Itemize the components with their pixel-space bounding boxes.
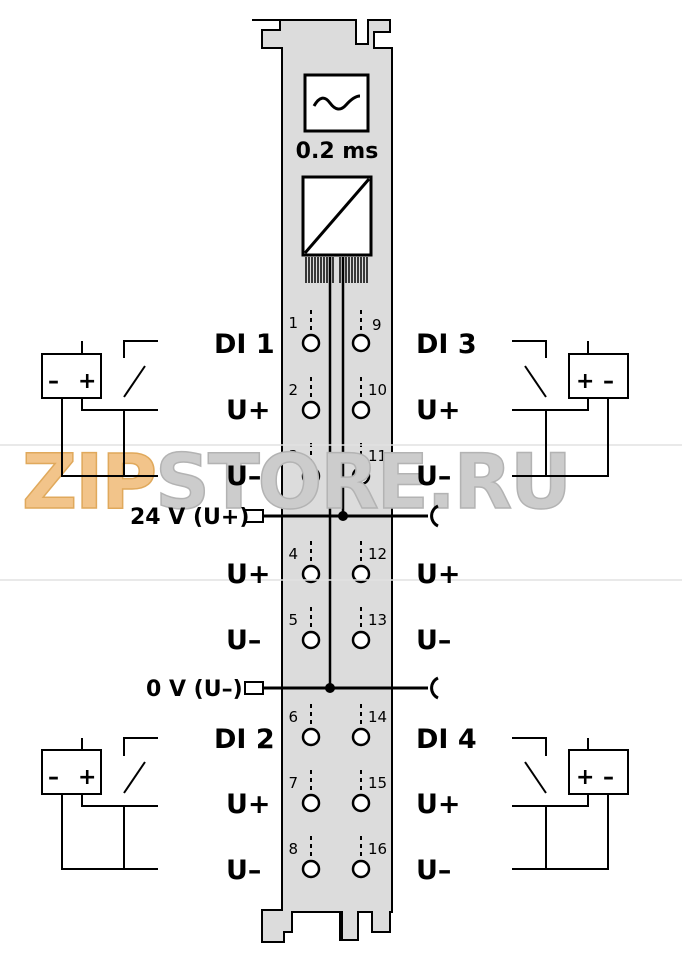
sensor-plus: + — [576, 765, 594, 790]
terminal-7 — [301, 793, 321, 813]
sensor-plus: + — [78, 765, 96, 790]
terminal-5 — [301, 630, 321, 650]
sensor-plus: + — [78, 369, 96, 394]
pin-number: 9 — [372, 316, 382, 334]
terminal-11 — [351, 466, 371, 486]
terminal-6 — [301, 727, 321, 747]
sensor-plus: + — [576, 369, 594, 394]
sensor-circuit-di2: – + — [41, 737, 158, 870]
label-0v-supply: 0 V (U–) — [146, 677, 243, 702]
terminal-points — [301, 333, 371, 879]
filter-wave-icon — [312, 94, 361, 111]
label-u-plus: U+ — [226, 789, 271, 820]
sensor-box — [41, 749, 102, 795]
label-u-plus: U+ — [226, 395, 271, 426]
label-u-minus: U– — [226, 461, 261, 492]
pin-number: 11 — [368, 447, 387, 465]
sensor-box — [568, 749, 629, 795]
supply-rail-0v — [244, 676, 439, 700]
terminal-15 — [351, 793, 371, 813]
filter-box — [303, 73, 370, 133]
pin-number: 15 — [368, 774, 387, 792]
label-u-minus: U– — [226, 625, 261, 656]
sensor-circuit-di1: – + — [41, 340, 158, 477]
pin-number: 13 — [368, 611, 387, 629]
pin-number: 12 — [368, 545, 387, 563]
pin-number: 16 — [368, 840, 387, 858]
pin-number: 8 — [288, 840, 298, 858]
svg-text:ZIPSTORE.RU: ZIPSTORE.RU — [22, 437, 570, 526]
label-u-minus: U– — [416, 625, 451, 656]
watermark-part1: ZIP — [22, 437, 155, 526]
supply-rail-24v — [244, 504, 439, 528]
sensor-circuit-di4: + – — [512, 737, 629, 870]
label-24v-supply: 24 V (U+) — [130, 505, 249, 530]
label-u-minus: U– — [416, 855, 451, 886]
pin-number: 7 — [288, 774, 298, 792]
label-u-plus: U+ — [226, 559, 271, 590]
label-di2: DI 2 — [214, 724, 275, 755]
pin-number: 1 — [288, 314, 298, 332]
terminal-12 — [351, 564, 371, 584]
pin-number: 3 — [288, 447, 298, 465]
pin-number: 2 — [288, 381, 298, 399]
filter-time-label: 0.2 ms — [296, 139, 379, 164]
label-u-minus: U– — [226, 855, 261, 886]
sensor-minus: – — [48, 369, 59, 394]
terminal-16 — [351, 859, 371, 879]
pin-number: 4 — [288, 545, 298, 563]
pin-number: 14 — [368, 708, 387, 726]
pin-number: 10 — [368, 381, 387, 399]
label-u-minus: U– — [416, 461, 451, 492]
terminal-9 — [351, 333, 371, 353]
sensor-box — [41, 353, 102, 399]
label-u-plus: U+ — [416, 395, 461, 426]
label-di1: DI 1 — [214, 329, 275, 360]
internal-bus — [328, 257, 345, 688]
sensor-minus: – — [603, 765, 614, 790]
sensor-minus: – — [603, 369, 614, 394]
label-di3: DI 3 — [416, 329, 477, 360]
terminal-13 — [351, 630, 371, 650]
watermark-part2: STORE.RU — [155, 437, 570, 526]
terminal-4 — [301, 564, 321, 584]
terminal-14 — [351, 727, 371, 747]
watermark: ZIPSTORE.RU — [0, 436, 682, 581]
terminal-8 — [301, 859, 321, 879]
terminal-1 — [301, 333, 321, 353]
label-u-plus: U+ — [416, 559, 461, 590]
sensor-box — [568, 353, 629, 399]
label-u-plus: U+ — [416, 789, 461, 820]
sensor-circuit-di3: + – — [512, 340, 629, 477]
pin-number: 6 — [288, 708, 298, 726]
terminal-3 — [301, 466, 321, 486]
pin-number: 5 — [288, 611, 298, 629]
terminal-10 — [351, 400, 371, 420]
sensor-minus: – — [48, 765, 59, 790]
terminal-2 — [301, 400, 321, 420]
label-di4: DI 4 — [416, 724, 477, 755]
